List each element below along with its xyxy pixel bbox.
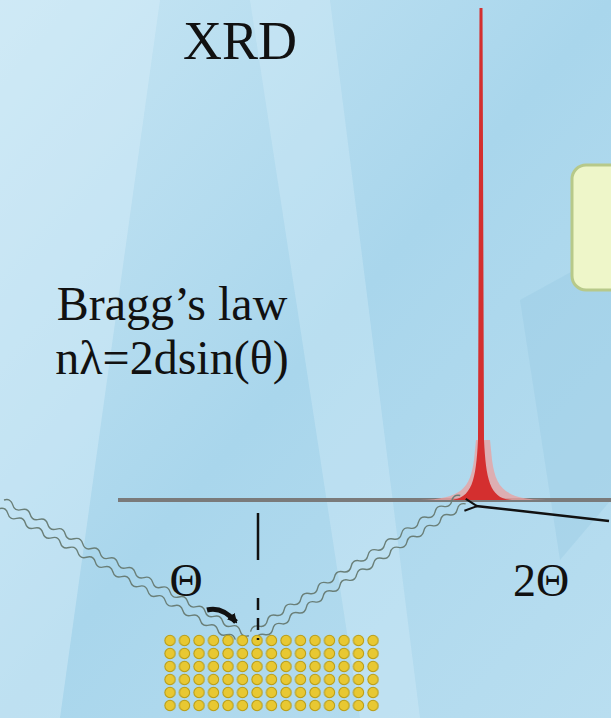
- law-name: Bragg’s law: [57, 280, 288, 328]
- pointer-arrow: [476, 506, 609, 521]
- diffraction-peak: [450, 8, 512, 500]
- bragg-equation: nλ=2dsin(θ): [55, 334, 288, 382]
- note-panel: [572, 165, 611, 290]
- angle-label: 2Θ: [513, 558, 569, 604]
- angle-label: Θ: [169, 558, 202, 604]
- crystal-lattice: [163, 634, 381, 712]
- angle-arrow: [207, 609, 236, 622]
- diffracted-wave: [249, 493, 467, 642]
- normal-line: [257, 513, 260, 560]
- incident-wave: [0, 498, 250, 647]
- normal-line: [257, 598, 260, 640]
- diagram-title: XRD: [183, 14, 297, 68]
